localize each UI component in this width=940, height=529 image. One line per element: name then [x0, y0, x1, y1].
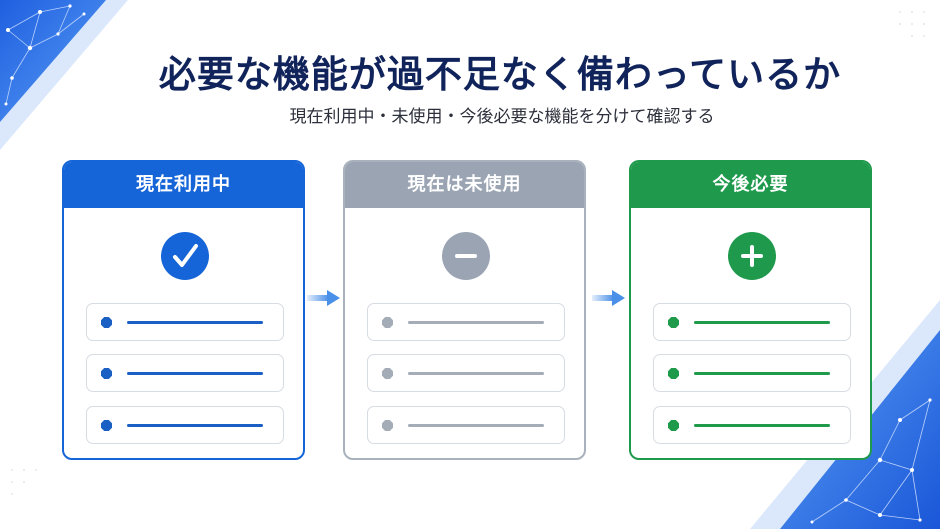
arrow-right-icon	[592, 290, 625, 306]
card-header: 現在利用中	[64, 162, 303, 208]
list-item	[653, 406, 851, 444]
bullet-icon	[382, 420, 393, 431]
bullet-icon	[382, 368, 393, 379]
placeholder-line	[694, 424, 830, 427]
bullet-icon	[101, 368, 112, 379]
list-item	[86, 303, 284, 341]
list-item	[367, 406, 565, 444]
bullet-icon	[101, 317, 112, 328]
card-current-use: 現在利用中	[62, 160, 305, 460]
list-item	[367, 303, 565, 341]
placeholder-line	[127, 321, 263, 324]
arrow-right-icon	[307, 290, 340, 306]
placeholder-line	[127, 424, 263, 427]
list-item	[653, 354, 851, 392]
list-item	[86, 406, 284, 444]
bullet-icon	[382, 317, 393, 328]
list-item	[653, 303, 851, 341]
list-item	[86, 354, 284, 392]
placeholder-line	[694, 321, 830, 324]
placeholder-line	[694, 372, 830, 375]
card-future-need: 今後必要	[629, 160, 872, 460]
page-title: 必要な機能が過不足なく備わっているか	[158, 53, 842, 96]
card-header: 現在は未使用	[345, 162, 584, 208]
check-icon	[161, 232, 209, 280]
card-unused: 現在は未使用	[343, 160, 586, 460]
placeholder-line	[408, 321, 544, 324]
bullet-icon	[668, 420, 679, 431]
placeholder-line	[408, 372, 544, 375]
bullet-icon	[668, 368, 679, 379]
card-header: 今後必要	[631, 162, 870, 208]
bullet-icon	[668, 317, 679, 328]
bullet-icon	[101, 420, 112, 431]
plus-icon	[728, 232, 776, 280]
placeholder-line	[127, 372, 263, 375]
list-item	[367, 354, 565, 392]
minus-icon	[442, 232, 490, 280]
placeholder-line	[408, 424, 544, 427]
page-subtitle: 現在利用中・未使用・今後必要な機能を分けて確認する	[289, 107, 715, 127]
